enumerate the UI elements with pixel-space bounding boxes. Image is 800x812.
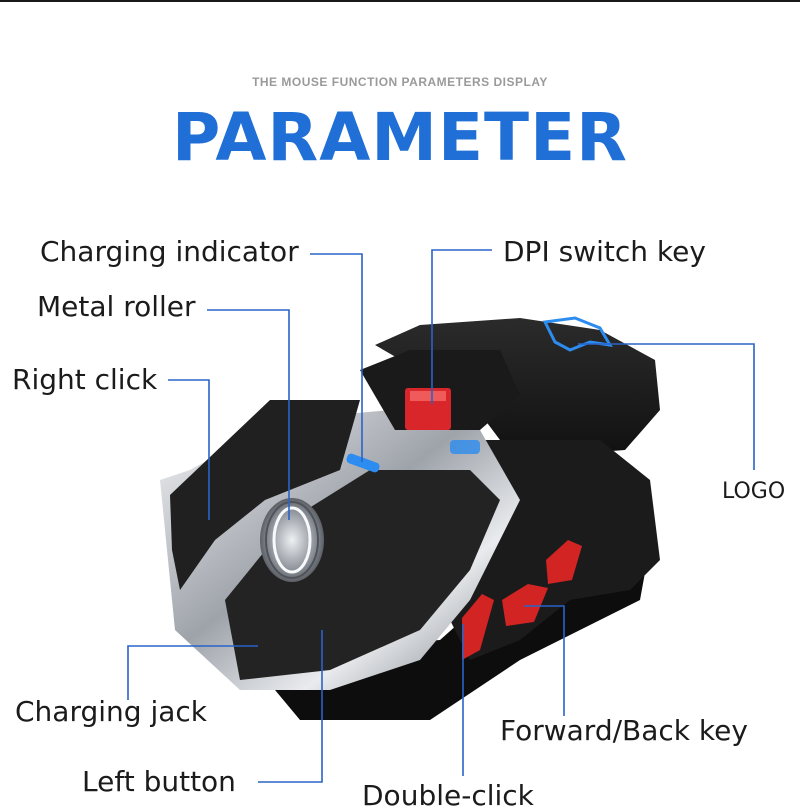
double-click-button (462, 594, 494, 660)
page-title: PARAMETER (172, 99, 628, 176)
logo-label: LOGO (722, 479, 786, 504)
side-button-forward (502, 584, 548, 626)
line-charging-indicator (310, 253, 363, 462)
left-button-label: Left button (82, 765, 236, 798)
line-left-button (258, 630, 323, 783)
dpi-switch-key-label: DPI switch key (503, 235, 706, 268)
line-right-click (168, 379, 210, 520)
line-logo (578, 343, 755, 470)
top-divider (0, 0, 800, 2)
metal-roller-label: Metal roller (37, 290, 196, 323)
charging-indicator-light (346, 453, 380, 473)
line-charging-jack (127, 645, 258, 700)
charging-indicator-label: Charging indicator (40, 235, 299, 268)
forward-back-key-label: Forward/Back key (500, 714, 748, 747)
line-metal-roller (207, 309, 290, 520)
page-subtitle: THE MOUSE FUNCTION PARAMETERS DISPLAY (252, 75, 548, 89)
callout-lines (127, 249, 755, 783)
line-dpi-switch (431, 249, 492, 404)
right-click-label: Right click (12, 363, 158, 396)
right-button-shell (170, 400, 360, 590)
metal-roller-wheel (260, 498, 324, 582)
charging-jack-label: Charging jack (15, 695, 207, 728)
double-click-label: Double-click (362, 779, 534, 812)
line-forward-back (524, 605, 565, 716)
side-button-back (546, 540, 582, 584)
mouse-illustration (160, 316, 660, 720)
